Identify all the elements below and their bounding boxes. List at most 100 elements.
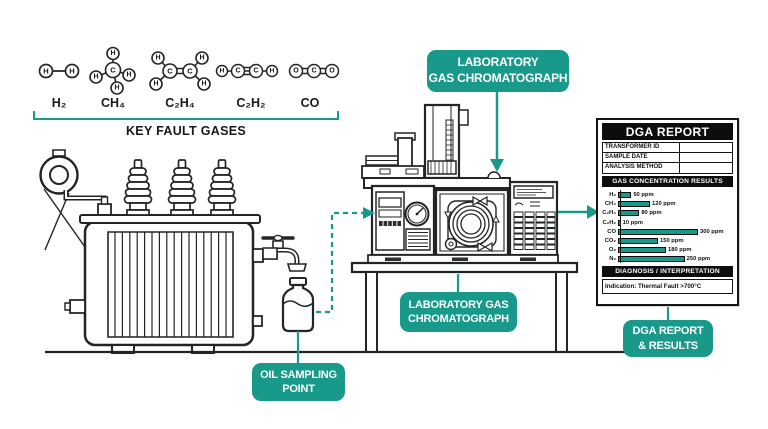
gas-value: 10 ppm	[622, 219, 643, 226]
atom-label: H	[155, 55, 160, 62]
machine-base	[368, 255, 558, 263]
atom-label: O	[293, 68, 299, 75]
callout-line: & RESULTS	[638, 339, 698, 352]
gas-label: H₂	[609, 192, 616, 199]
atom-label: H	[43, 67, 48, 76]
callout-line: LABORATORY	[457, 55, 539, 70]
key-fault-gases-bracket	[33, 111, 339, 120]
atom-label: H	[126, 72, 131, 79]
molecule-ch4: H H C H H	[90, 48, 135, 95]
callout-line: CHROMATOGRAPH	[408, 313, 509, 325]
detector-module	[372, 186, 434, 255]
gas-row: CO₂ 150 ppm	[602, 237, 733, 244]
radiator-fins	[115, 232, 226, 337]
key-fault-gases-caption: KEY FAULT GASES	[125, 124, 247, 138]
diagnosis-section-banner: DIAGNOSIS / INTERPRETATION	[602, 266, 733, 278]
gas-label: O₂	[608, 246, 616, 253]
formula-c2h2: C₂H₂	[236, 96, 266, 110]
gas-value: 50 ppm	[633, 192, 654, 199]
gas-value: 250 ppm	[686, 255, 711, 262]
gas-bar	[618, 255, 685, 262]
callout-dga-report-results: DGA REPORT & RESULTS	[623, 320, 713, 357]
gas-value: 180 ppm	[668, 246, 692, 253]
gas-row: CH₄ 120 ppm	[602, 201, 733, 208]
atom-label: H	[114, 85, 119, 92]
report-info-label: SAMPLE DATE	[603, 153, 681, 162]
gas-row: N₂ 250 ppm	[602, 255, 733, 263]
report-info-value	[680, 143, 732, 152]
control-panel-module	[510, 182, 557, 255]
callout-line: OIL SAMPLING	[260, 368, 337, 381]
gas-row: C₂H₄ 80 ppm	[602, 210, 733, 217]
report-info-label: TRANSFORMER ID	[603, 143, 681, 152]
formula-h2: H₂	[51, 96, 67, 110]
sample-bottle	[283, 278, 313, 331]
callout-line: GAS CHROMATOGRAPH	[428, 71, 568, 85]
autosampler-tower	[425, 105, 468, 178]
molecule-c2h4: H H C C H H	[150, 52, 210, 90]
gas-bar	[618, 228, 698, 235]
callout-line: DGA REPORT	[632, 325, 704, 338]
gas-bar	[618, 237, 658, 244]
report-info-row: ANALYSIS METHOD	[603, 163, 732, 173]
gas-bar	[618, 201, 650, 208]
conservator-drum	[41, 150, 112, 250]
atom-label: H	[69, 67, 74, 76]
atom-label: C	[110, 66, 116, 75]
callout-oil-sampling-point: OIL SAMPLING POINT	[252, 363, 345, 401]
gas-label: C₂H₂	[602, 219, 616, 226]
report-info-value	[680, 153, 732, 162]
injector-arm	[362, 133, 424, 178]
callout-laboratory-gas-chromatograph-top: LABORATORY GAS CHROMATOGRAPH	[427, 50, 569, 92]
report-info-row: TRANSFORMER ID	[603, 143, 732, 153]
atom-label: H	[220, 68, 225, 75]
results-section-banner: GAS CONCENTRATION RESULTS	[602, 176, 733, 187]
molecule-co: O C O	[290, 65, 339, 78]
gas-chromatograph-illustration	[350, 98, 585, 354]
diagnosis-indication: Indication: Thermal Fault >700°C	[602, 279, 733, 295]
column-oven-module	[436, 190, 508, 255]
gas-bar	[618, 246, 666, 253]
transformer-illustration	[25, 140, 345, 354]
gas-label: CH₄	[604, 201, 616, 208]
atom-label: C	[187, 67, 193, 76]
atom-label: C	[253, 68, 258, 75]
atom-label: C	[311, 68, 316, 75]
gas-row: C₂H₂ 10 ppm	[602, 219, 733, 226]
formula-ch4: CH₄	[100, 96, 125, 110]
molecule-h2: H H	[40, 65, 79, 78]
gas-label: C₂H₄	[602, 210, 616, 217]
gas-label: N₂	[609, 255, 616, 262]
report-info-value	[680, 163, 732, 173]
gas-value: 150 ppm	[660, 237, 684, 244]
bushing-insulators	[125, 160, 236, 215]
atom-label: O	[329, 68, 335, 75]
molecule-c2h2: H C C H	[217, 65, 278, 78]
callout-line: LABORATORY GAS	[408, 298, 509, 311]
formula-c2h4: C₂H₄	[165, 96, 195, 110]
gas-row: O₂ 180 ppm	[602, 246, 733, 254]
chart-axis	[620, 190, 621, 264]
atom-label: H	[199, 55, 204, 62]
sampling-valve	[253, 235, 306, 271]
molecule-diagrams: H H H H C H H H H C C H H H C C H	[30, 46, 345, 104]
report-info-row: SAMPLE DATE	[603, 153, 732, 163]
atom-label: H	[93, 74, 98, 81]
gas-value: 120 ppm	[652, 201, 676, 208]
gas-label: CO₂	[604, 237, 616, 244]
gas-value: 80 ppm	[641, 210, 662, 217]
atom-label: C	[235, 68, 240, 75]
callout-line: POINT	[282, 383, 315, 395]
formula-co: CO	[300, 96, 320, 110]
gas-bar	[618, 210, 640, 217]
gas-bar	[618, 192, 632, 199]
report-info-label: ANALYSIS METHOD	[603, 163, 681, 173]
transformer-tank	[65, 215, 262, 353]
callout-laboratory-gas-chromatograph-bottom: LABORATORY GAS CHROMATOGRAPH	[400, 292, 517, 332]
atom-label: H	[110, 50, 115, 57]
gas-row: H₂ 50 ppm	[602, 192, 733, 199]
